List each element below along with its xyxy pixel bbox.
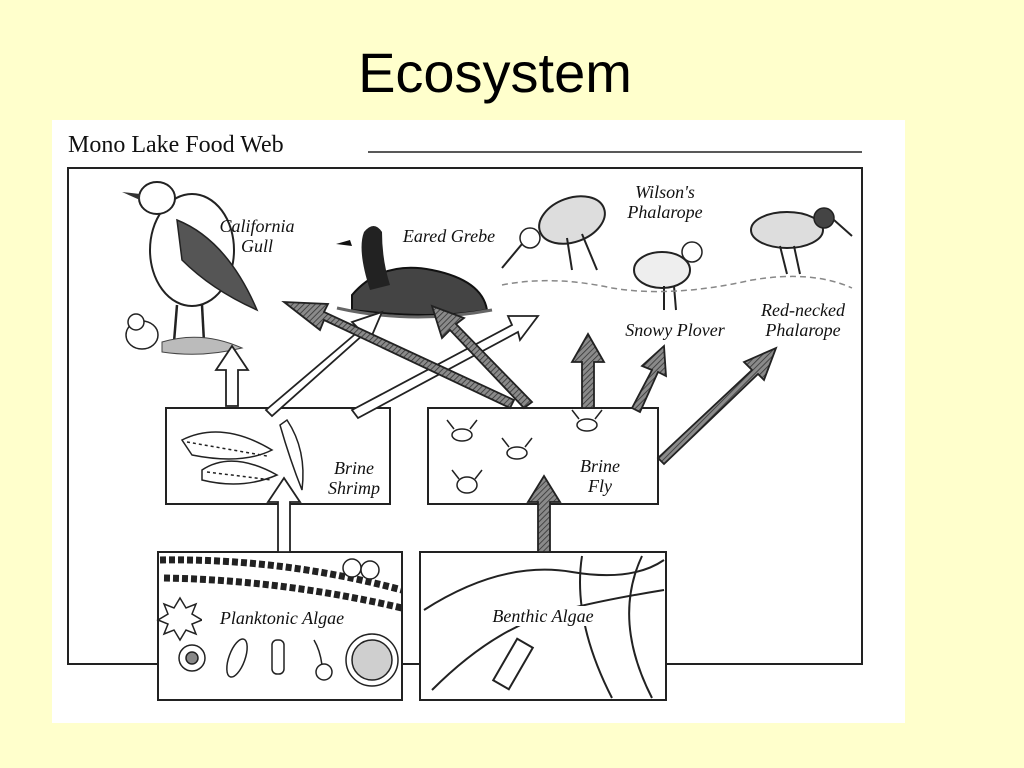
label-brine-fly: Brine Fly <box>580 456 620 496</box>
food-web-figure: Mono Lake Food Web California Gull Eared… <box>52 120 905 723</box>
wilsons-phalarope-icon <box>501 195 606 271</box>
arrow-wilsons-from-fly <box>570 332 606 409</box>
arrow-gull-from-fly <box>281 300 516 410</box>
arrow-grebe-from-shrimp <box>264 310 384 418</box>
benthic-algae-box <box>419 551 667 701</box>
figure-title: Mono Lake Food Web <box>68 132 284 158</box>
label-eared-grebe: Eared Grebe <box>402 226 496 246</box>
arrow-fly-from-benthic <box>526 474 562 553</box>
label-benthic-algae: Benthic Algae <box>478 606 608 626</box>
arrow-grebe-from-fly <box>430 304 534 410</box>
label-brine-shrimp: Brine Shrimp <box>327 458 380 498</box>
label-red-necked-phalarope: Red-necked Phalarope <box>761 300 845 340</box>
planktonic-algae-icon <box>156 556 403 687</box>
california-gull-icon <box>122 181 259 355</box>
label-california-gull: California Gull <box>219 216 295 256</box>
red-necked-phalarope-icon <box>750 207 853 275</box>
slide-title: Ecosystem <box>358 41 632 104</box>
arrow-rednecked-from-fly <box>656 346 778 466</box>
brine-fly-icon <box>446 409 603 494</box>
water-ripples <box>501 275 853 293</box>
label-snowy-plover: Snowy Plover <box>625 320 725 340</box>
arrow-wilsons-from-shrimp <box>350 315 540 420</box>
arrow-gull-from-shrimp <box>214 344 250 407</box>
small-bird-icon <box>125 313 159 350</box>
snowy-plover-icon <box>633 241 703 311</box>
arrow-shrimp-from-planktonic <box>266 476 302 553</box>
label-wilsons-phalarope: Wilson's Phalarope <box>627 182 703 222</box>
brine-shrimp-icon <box>180 418 304 491</box>
arrow-plover-from-fly <box>630 344 668 414</box>
food-web-diagram <box>67 151 863 701</box>
label-planktonic-algae: Planktonic Algae <box>202 608 362 628</box>
eared-grebe-icon <box>336 226 493 319</box>
